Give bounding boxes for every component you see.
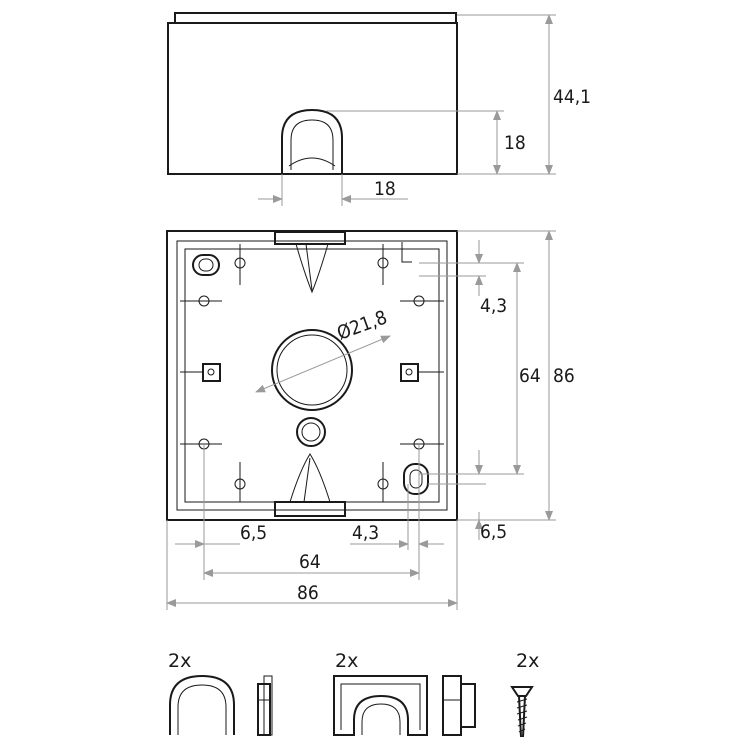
- accessory-cable-clamp: 2x: [333, 650, 476, 736]
- clamp-side-icon: [442, 675, 476, 736]
- accessory-quantity: 2x: [335, 650, 358, 672]
- side-view-cable-entry: [281, 108, 343, 174]
- dim-inner-height: 64: [519, 365, 541, 387]
- screw-boss: [180, 244, 444, 502]
- plan-view: Ø21,8 86 64 4,3 6,5 86 64 6,5: [166, 230, 575, 610]
- side-view-lid: [174, 12, 457, 24]
- side-nut-left: [202, 363, 221, 382]
- cap-front-icon: [169, 674, 235, 735]
- screw-icon: [510, 686, 534, 738]
- side-view-body: [167, 22, 458, 175]
- accessory-screw: 2x: [510, 650, 539, 738]
- dim-outer-height: 86: [553, 365, 575, 387]
- accessory-quantity: 2x: [168, 650, 191, 672]
- small-knockout: [296, 417, 326, 447]
- side-nut-right: [400, 363, 419, 382]
- accessory-quantity: 2x: [516, 650, 539, 672]
- dim-right-offset: 4,3: [480, 295, 507, 317]
- bottom-entry-cone: [289, 453, 331, 503]
- bottom-entry-tab: [274, 501, 346, 517]
- dim-opening-width: 18: [374, 178, 396, 200]
- dim-bottom-offset: 4,3: [352, 522, 379, 544]
- mount-slot-bottom-right: [403, 463, 429, 495]
- dim-bottom-left-edge: 6,5: [240, 522, 267, 544]
- side-view: 44,1 18 18: [167, 12, 591, 206]
- dim-side-height: 44,1: [553, 86, 591, 108]
- dim-opening-height: 18: [504, 132, 526, 154]
- box-inner-wall: [176, 240, 448, 511]
- dim-outer-width: 86: [297, 582, 319, 604]
- cap-side-icon: [257, 675, 273, 736]
- clamp-front-icon: [333, 675, 428, 736]
- mount-slot-top-left: [192, 254, 220, 276]
- accessory-cable-entry-cap: 2x: [168, 650, 273, 736]
- dim-right-edge: 6,5: [480, 521, 507, 543]
- dim-inner-width: 64: [299, 551, 321, 573]
- top-entry-cone: [295, 243, 329, 294]
- top-entry-tab: [274, 231, 346, 245]
